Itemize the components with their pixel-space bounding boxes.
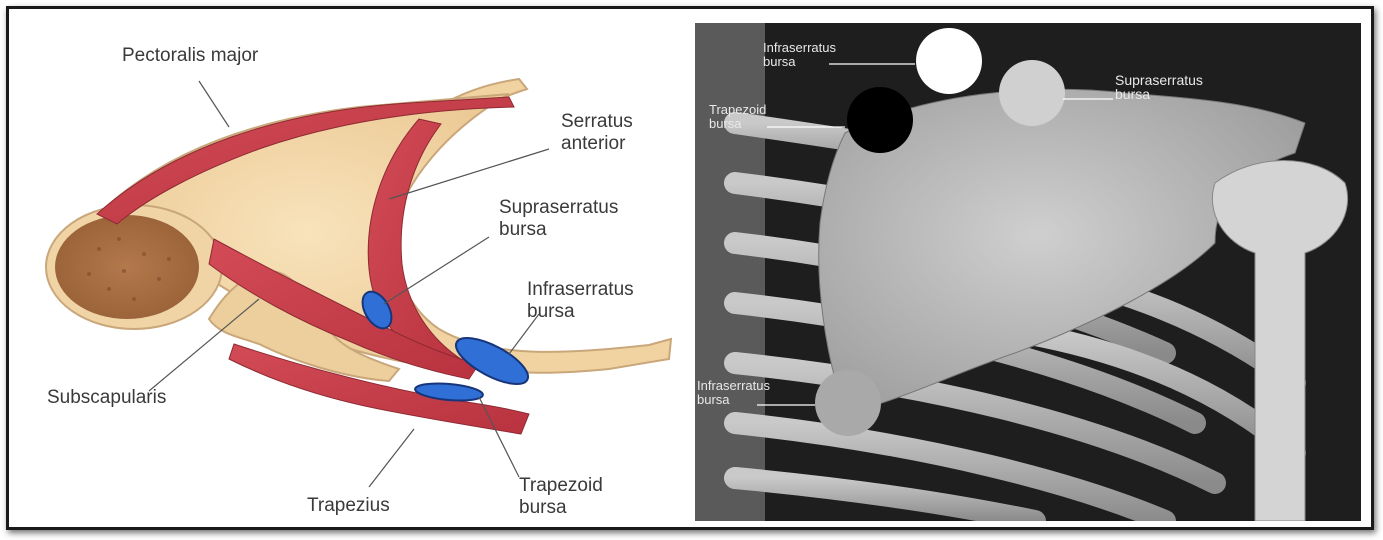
label-supraserratus-line2: bursa [499,219,618,241]
xray-label-supraserratus: Supraserratus bursa [1115,73,1203,101]
figure-frame: Pectoralis major Serratus anterior Supra… [6,6,1374,530]
xray-label-trapezoid: Trapezoid bursa [709,103,766,131]
xray-label-infraserratus-top-line2: bursa [763,55,836,69]
xray-label-infraserratus-bottom-line1: Infraserratus [697,379,770,393]
label-infraserratus-line2: bursa [527,301,634,323]
anatomy-diagram-panel: Pectoralis major Serratus anterior Supra… [9,9,689,527]
label-pectoralis-major: Pectoralis major [122,45,258,67]
label-subscapularis: Subscapularis [47,387,166,409]
xray-label-trapezoid-line1: Trapezoid [709,103,766,117]
xray-label-trapezoid-line2: bursa [709,117,766,131]
marker-supraserratus [999,60,1065,126]
marker-infraserratus-top [916,28,982,94]
label-supraserratus-bursa: Supraserratus bursa [499,197,618,241]
marker-infraserratus-bottom [815,370,881,436]
xray-panel: Infraserratus bursa Supraserratus bursa … [695,23,1361,521]
anatomy-illustration [9,9,689,527]
xray-label-infraserratus-bottom-line2: bursa [697,393,770,407]
label-serratus-anterior-line1: Serratus [561,111,633,133]
spine-column [695,23,765,521]
label-infraserratus-line1: Infraserratus [527,279,634,301]
xray-image [695,23,1361,521]
xray-label-infraserratus-bottom: Infraserratus bursa [697,379,770,407]
label-serratus-anterior: Serratus anterior [561,111,633,155]
xray-label-supraserratus-line2: bursa [1115,87,1203,101]
label-serratus-anterior-line2: anterior [561,133,633,155]
label-trapezoid-line1: Trapezoid [519,475,603,497]
humeral-head-marrow [55,215,199,319]
xray-label-infraserratus-top: Infraserratus bursa [763,41,836,69]
marker-trapezoid [847,87,913,153]
label-infraserratus-bursa: Infraserratus bursa [527,279,634,323]
label-trapezoid-line2: bursa [519,497,603,519]
xray-label-supraserratus-line1: Supraserratus [1115,73,1203,87]
label-supraserratus-line1: Supraserratus [499,197,618,219]
label-trapezius: Trapezius [307,495,390,517]
label-trapezoid-bursa: Trapezoid bursa [519,475,603,519]
xray-label-infraserratus-top-line1: Infraserratus [763,41,836,55]
